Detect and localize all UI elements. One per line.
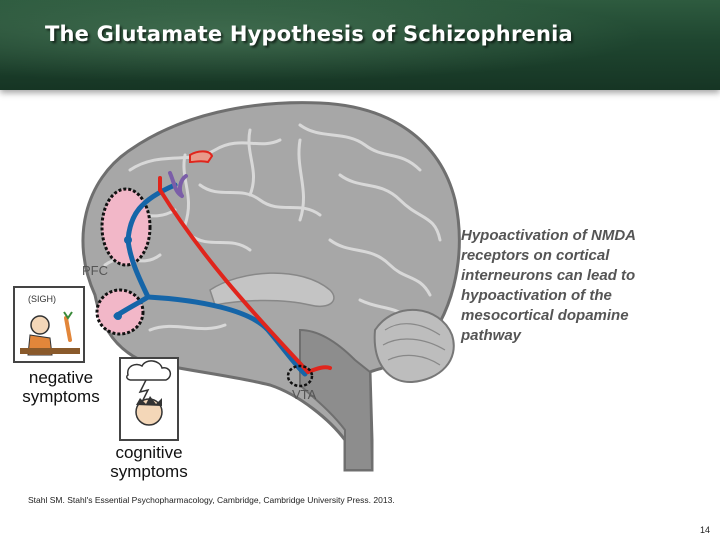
brainstem	[299, 328, 374, 471]
vta-label: VTA	[292, 387, 317, 402]
nmda-receptor-icon	[189, 150, 214, 164]
description-text: Hypoactivation of NMDA receptors on cort…	[461, 227, 636, 344]
negative-symptoms-icon: (SIGH)	[13, 286, 85, 363]
page-number: 14	[700, 525, 711, 535]
vta-region	[286, 364, 314, 388]
cerebellum	[373, 308, 455, 384]
dopamine-pathway	[158, 176, 332, 374]
citation: Stahl SM. Stahl's Essential Psychopharma…	[28, 495, 395, 505]
cognitive-symptoms-icon	[119, 357, 179, 441]
negative-symptoms-label: negative symptoms	[22, 368, 100, 406]
interneuron	[168, 171, 188, 198]
pfc-region-upper	[100, 187, 152, 267]
cognitive-symptoms-label: cognitive symptoms	[110, 443, 188, 481]
pfc-label: PFC	[82, 263, 108, 278]
slide-title: The Glutamate Hypothesis of Schizophreni…	[45, 22, 573, 46]
title-bar	[0, 0, 720, 90]
sigh-text: (SIGH)	[28, 294, 56, 304]
